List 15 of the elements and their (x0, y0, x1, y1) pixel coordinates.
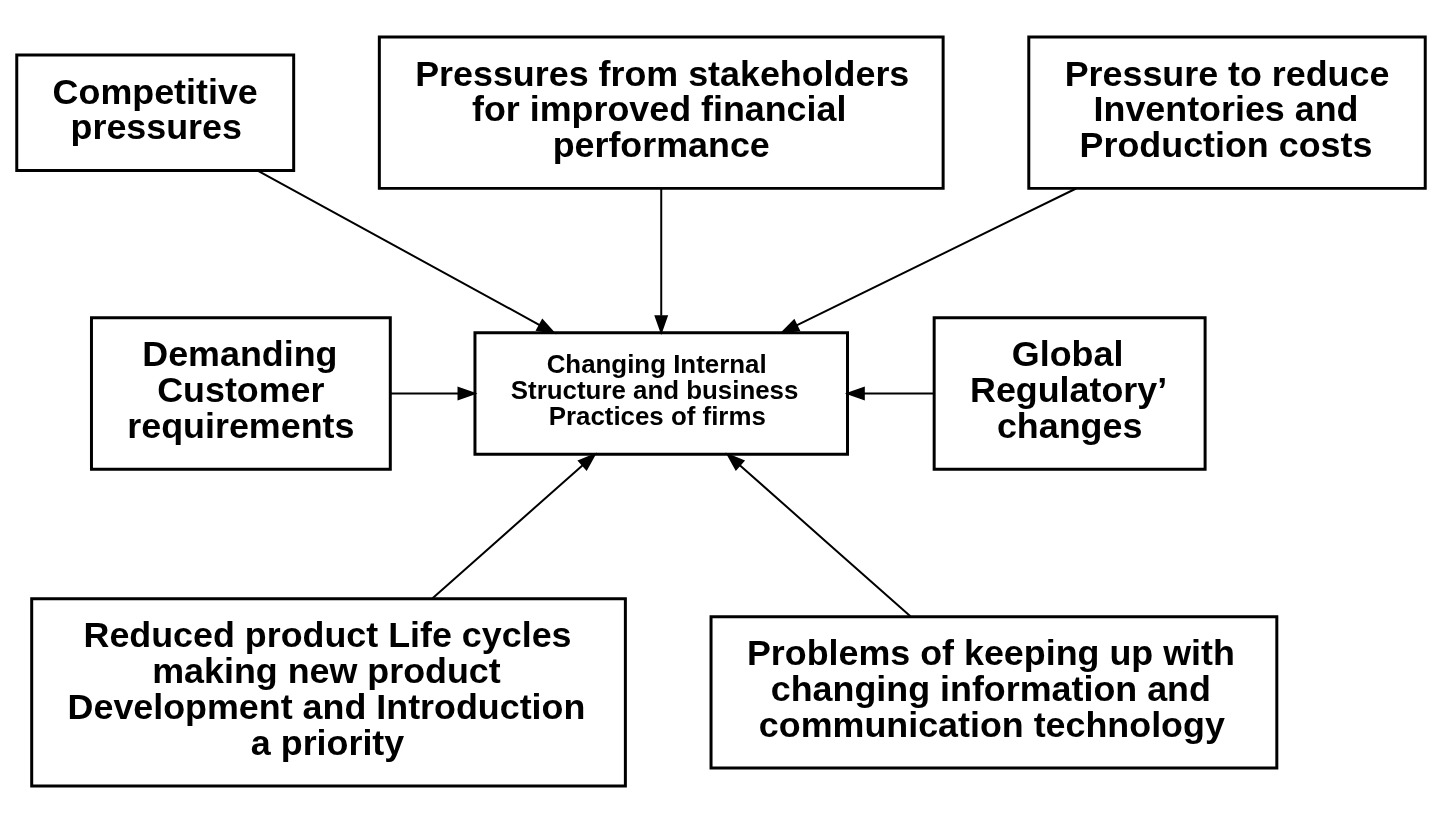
node-box: Pressure to reduce Inventories and Production costs (1027, 34, 1427, 190)
node-box: Competitive pressures (15, 52, 296, 172)
node-box: Changing Internal Structure and business Practices of firms (473, 330, 849, 456)
node-box: Pressures from stakeholders for improved financial performance (377, 34, 945, 190)
node-box: Problems of keeping up with changing information and communication technology (709, 614, 1279, 770)
node-box: Demanding Customer requirements (89, 315, 392, 471)
arrow (389, 386, 478, 401)
node-box: Reduced product Life cycles making new product Development and Introduction a priority (30, 596, 627, 788)
arrow (844, 386, 935, 401)
arrow (779, 187, 1078, 334)
arrow (725, 452, 912, 617)
arrow (654, 187, 669, 335)
arrow (256, 169, 557, 334)
arrow (431, 452, 597, 599)
node-box: Global Regulatory’ changes (932, 315, 1207, 471)
